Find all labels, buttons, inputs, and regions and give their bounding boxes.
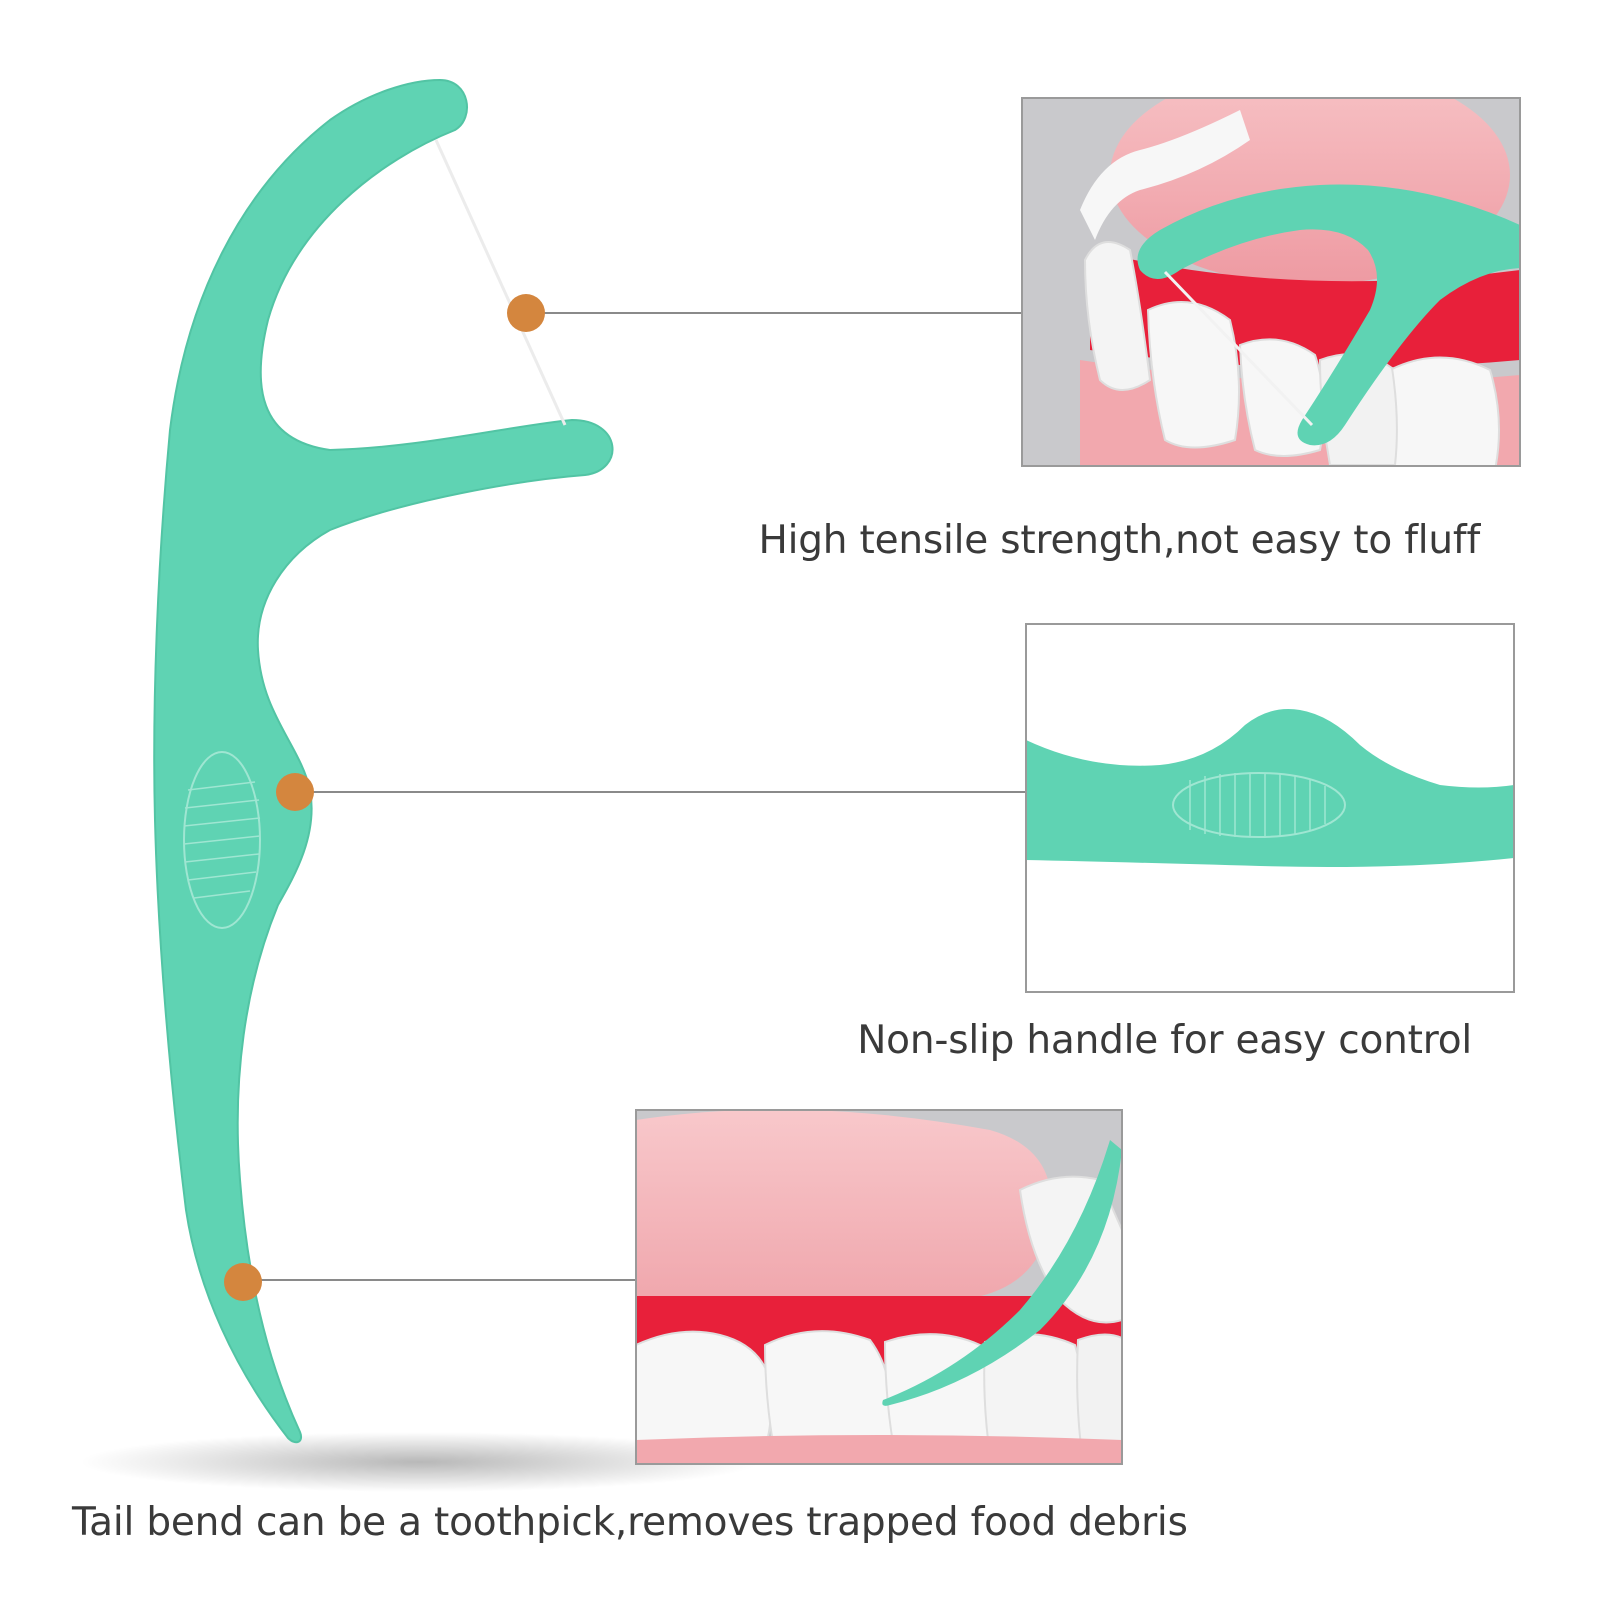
orange-dot-marker-tail: [224, 1263, 262, 1301]
floss-pick-shadow: [80, 1432, 760, 1492]
orange-dot-marker-tensile: [507, 294, 545, 332]
handle-grip-texture: [1172, 772, 1346, 838]
photo-frame-tail: [635, 1109, 1123, 1465]
caption-non-slip-handle: Non-slip handle for easy control: [857, 1018, 1472, 1063]
caption-tail-toothpick: Tail bend can be a toothpick,removes tra…: [72, 1500, 1188, 1545]
floss-string: [434, 139, 567, 426]
photo-frame-handle: [1025, 623, 1515, 993]
orange-dot-marker-handle: [276, 773, 314, 811]
caption-tensile-strength: High tensile strength,not easy to fluff: [758, 518, 1480, 563]
photo-frame-tensile: [1021, 97, 1521, 467]
floss-pick-body: [153, 78, 614, 1444]
floss-pick-illustration: [80, 78, 760, 1492]
oval-grip-texture: [183, 751, 261, 929]
